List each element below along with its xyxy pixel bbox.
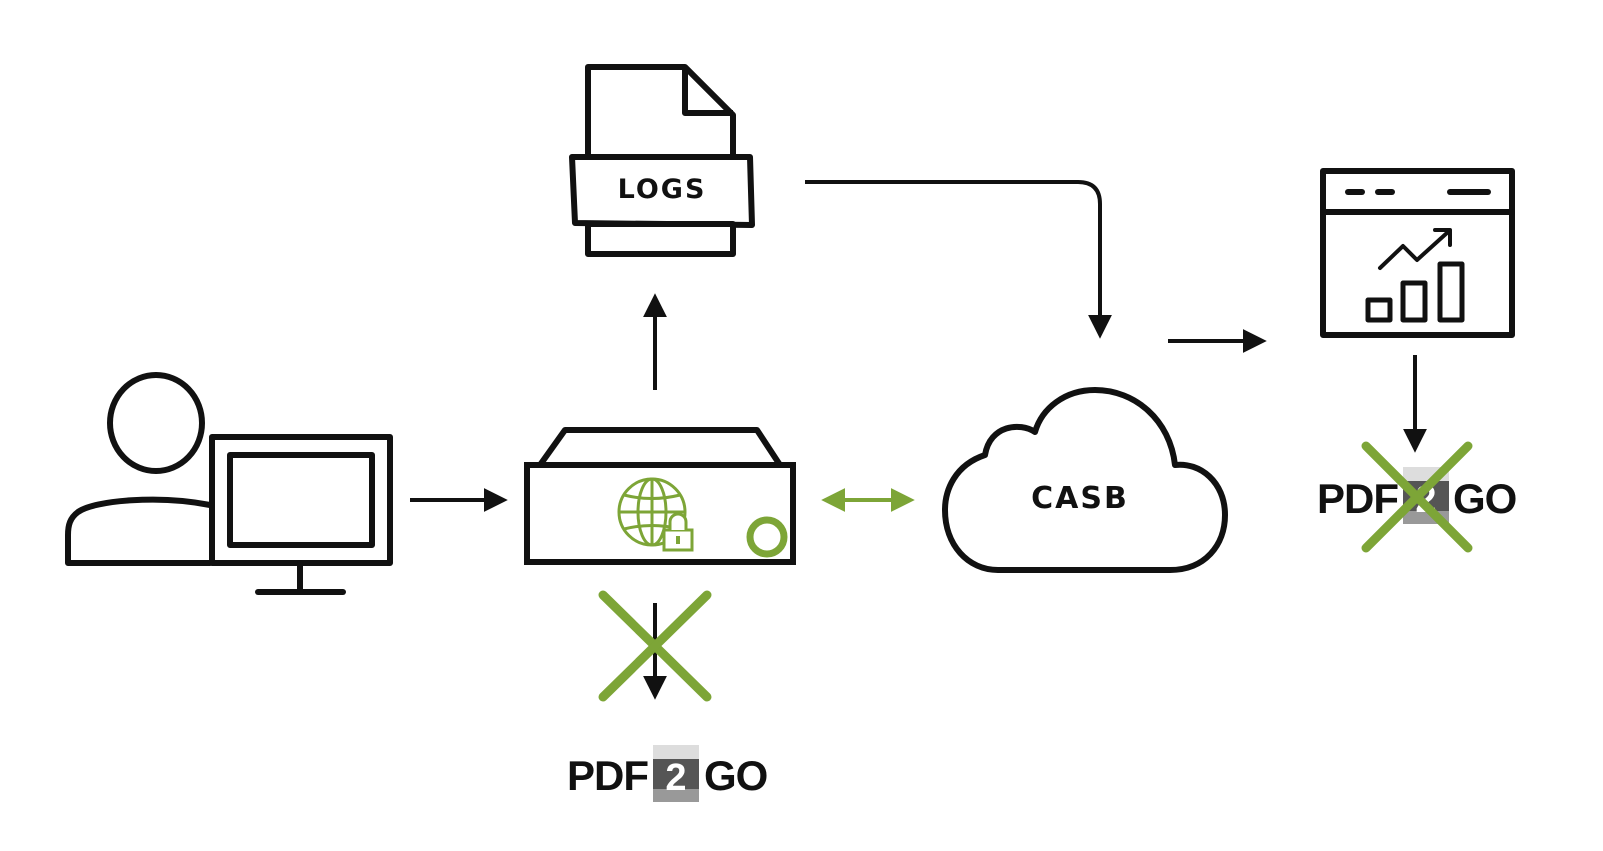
pdf2go-brand-right: GO <box>1453 475 1516 522</box>
blocked-x-icon <box>1361 441 1473 553</box>
analytics-dashboard-icon <box>1320 168 1515 338</box>
monitor-screen <box>227 452 375 548</box>
arrow-logs-to-casb <box>805 180 1112 339</box>
casb-label: CASB <box>1031 481 1129 516</box>
globe-lock-icon <box>617 477 694 552</box>
pdf2go-brand-mid: 2 <box>665 757 686 799</box>
pdf2go-brand-left: PDF <box>1317 475 1398 522</box>
user-head <box>107 372 205 474</box>
appliance-body <box>524 462 796 565</box>
user-shoulders <box>65 496 213 566</box>
pdf2go-brand-right: GO <box>704 752 767 799</box>
status-led-icon <box>746 516 788 558</box>
secure-web-gateway-appliance-icon <box>524 427 796 565</box>
document-icon <box>569 64 755 257</box>
blocked-x-icon <box>598 590 712 702</box>
pdf2go-logo-bottom: PDF 2 GO <box>567 745 768 802</box>
cloud-icon <box>942 387 1228 573</box>
logs-label: LOGS <box>618 174 707 205</box>
appliance-top <box>537 427 783 468</box>
pdf2go-brand-left: PDF <box>567 752 648 799</box>
user-at-computer-icon <box>65 372 393 595</box>
